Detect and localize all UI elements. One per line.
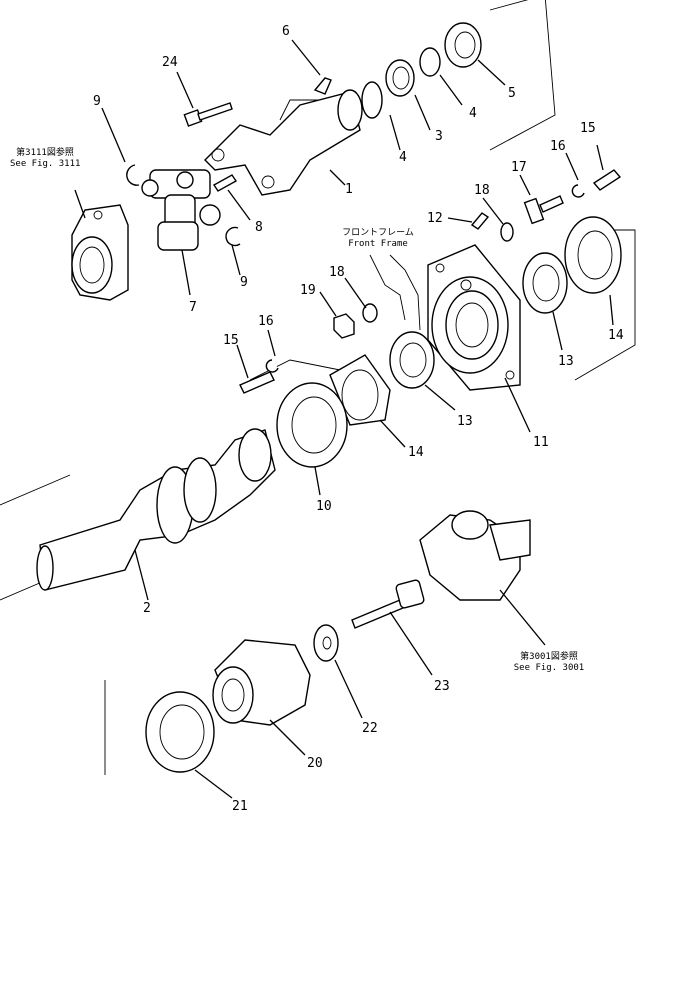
- bearing-13-left: [389, 331, 435, 389]
- part-label-3: 3: [435, 129, 443, 144]
- part-label-23: 23: [434, 679, 450, 694]
- part-label-7: 7: [189, 300, 197, 315]
- reference-front-frame: フロントフレーム Front Frame: [338, 228, 418, 250]
- washer-18-lower: [362, 303, 378, 323]
- shaft-rings-and-seal: [361, 22, 482, 119]
- bolt-17: [523, 195, 564, 225]
- snap-ring-9-upper: [126, 164, 140, 186]
- bearing-13-right: [522, 252, 568, 314]
- part-label-8: 8: [255, 220, 263, 235]
- reference-fig-3001-en: See Fig. 3001: [513, 663, 585, 673]
- reference-fig-3111-en: See Fig. 3111: [10, 159, 81, 169]
- part-label-13-left: 13: [457, 414, 473, 429]
- universal-joint-spider: [141, 169, 221, 251]
- part-label-5: 5: [508, 86, 516, 101]
- front-frame-outline: [369, 254, 421, 331]
- reference-fig-3111: 第3111図参照 See Fig. 3111: [10, 148, 80, 170]
- part-label-6: 6: [282, 24, 290, 39]
- part-label-16-lower: 16: [258, 314, 274, 329]
- reference-fig-3001: 第3001図参照 See Fig. 3001: [512, 652, 586, 674]
- oil-seal-10: [276, 382, 348, 468]
- part-label-24: 24: [162, 55, 178, 70]
- part-label-15-lower: 15: [223, 333, 239, 348]
- leader-lines: [74, 39, 614, 799]
- part-label-16-upper: 16: [550, 139, 566, 154]
- part-label-2: 2: [143, 601, 151, 616]
- grease-fitting-12: [470, 212, 490, 230]
- output-shaft-2: [36, 428, 276, 591]
- part-label-19: 19: [300, 283, 316, 298]
- yoke-ref-3001: [419, 510, 531, 601]
- part-label-9-lower: 9: [240, 275, 248, 290]
- part-label-4-lower: 4: [399, 150, 407, 165]
- part-label-14-right: 14: [608, 328, 624, 343]
- part-label-21: 21: [232, 799, 248, 814]
- part-label-18-upper: 18: [474, 183, 490, 198]
- washer-22: [313, 624, 339, 662]
- bolt-24: [183, 102, 233, 127]
- bolt-23: [351, 579, 425, 629]
- coupling-flange-20: [212, 639, 311, 726]
- nut-19: [333, 313, 355, 339]
- slip-yoke-1: [204, 77, 363, 196]
- part-label-22: 22: [362, 721, 378, 736]
- part-label-17: 17: [511, 160, 527, 175]
- bolt-15-upper: [592, 169, 622, 191]
- part-label-20: 20: [307, 756, 323, 771]
- reference-fig-3001-jp: 第3001図参照: [520, 652, 578, 662]
- lock-washer-16-lower: [265, 359, 279, 373]
- lock-washer-16-upper: [571, 184, 585, 198]
- part-label-9-upper: 9: [93, 94, 101, 109]
- seal-14-right: [564, 216, 622, 294]
- washer-18-upper: [500, 222, 514, 242]
- yoke-ref-3111: [71, 204, 129, 301]
- part-label-12: 12: [427, 211, 443, 226]
- part-label-11: 11: [533, 435, 549, 450]
- bearing-flange-housing: [427, 244, 521, 391]
- snap-ring-9-lower: [225, 226, 241, 247]
- bolt-15-lower: [239, 371, 275, 394]
- part-label-4-upper: 4: [469, 106, 477, 121]
- reference-front-frame-en: Front Frame: [348, 239, 408, 249]
- part-label-1: 1: [345, 182, 353, 197]
- grease-fitting-8: [212, 174, 238, 192]
- part-label-14-left: 14: [408, 445, 424, 460]
- part-label-18-lower: 18: [329, 265, 345, 280]
- reference-front-frame-jp: フロントフレーム: [342, 228, 414, 238]
- part-label-10: 10: [316, 499, 332, 514]
- reference-fig-3111-jp: 第3111図参照: [16, 148, 74, 158]
- part-label-13-right: 13: [558, 354, 574, 369]
- part-label-15-upper: 15: [580, 121, 596, 136]
